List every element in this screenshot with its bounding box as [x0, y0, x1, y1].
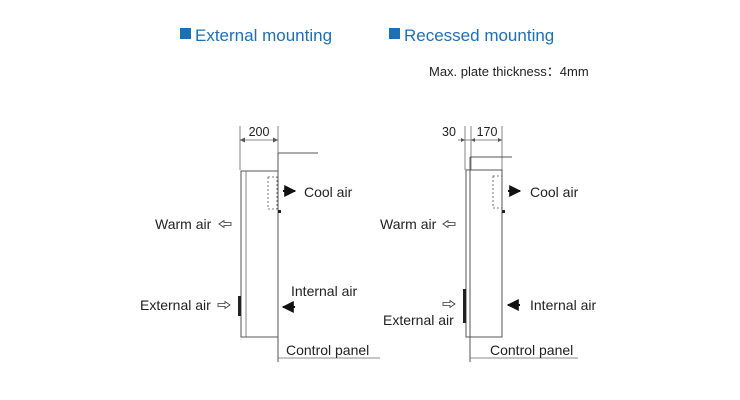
recessed-warm-air-label: Warm air — [380, 216, 437, 232]
external-heading-square-icon — [180, 28, 191, 39]
recessed-side-vent — [463, 289, 466, 323]
external-cooler-unit — [240, 170, 279, 338]
recessed-external-air-arrow-icon — [442, 299, 456, 309]
plate-thickness-note: Max. plate thickness：4mm — [429, 64, 589, 79]
external-external-air-label: External air — [140, 297, 211, 313]
recessed-external-air-label: External air — [383, 312, 454, 328]
recessed-warm-air-arrow-icon — [442, 219, 456, 229]
external-dimension-label: 200 — [249, 125, 270, 139]
recessed-heading-square-icon — [389, 28, 400, 39]
recessed-heading: Recessed mounting — [404, 26, 554, 45]
external-internal-air-label: Internal air — [291, 283, 357, 299]
external-cool-air-label: Cool air — [304, 184, 353, 200]
external-heading: External mounting — [195, 26, 332, 45]
recessed-control-panel-label: Control panel — [490, 342, 573, 358]
recessed-cool-air-duct — [492, 175, 503, 209]
recessed-internal-air-label: Internal air — [530, 297, 596, 313]
external-side-vent — [238, 296, 241, 316]
recessed-cooler-unit — [465, 169, 503, 338]
recessed-dimension-right-label: 170 — [477, 125, 498, 139]
external-dimension-200: 200 — [239, 125, 279, 170]
external-control-panel-label: Control panel — [286, 342, 369, 358]
recessed-cool-air-label: Cool air — [530, 184, 579, 200]
external-warm-air-label: Warm air — [155, 216, 212, 232]
recessed-mounting-section: Recessed mounting Max. plate thickness：4… — [380, 26, 596, 362]
external-external-air-arrow-icon — [217, 300, 231, 310]
external-warm-air-arrow-icon — [218, 219, 232, 229]
external-cool-air-duct — [267, 176, 278, 210]
recessed-dimension-left-label: 30 — [442, 125, 456, 139]
external-mounting-section: External mounting 200 Cool air Warm air … — [140, 26, 380, 362]
recessed-dimensions: 30 170 — [442, 125, 503, 170]
